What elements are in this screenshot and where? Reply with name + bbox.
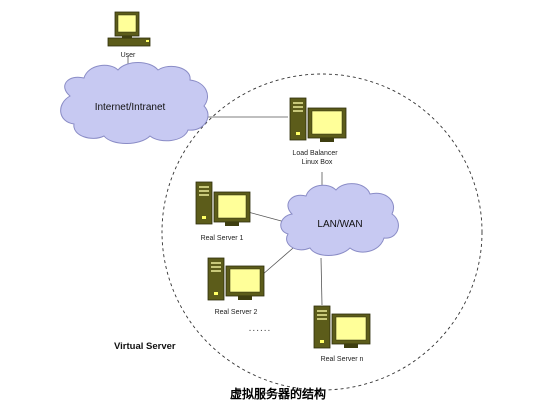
lanwan-label: LAN/WAN bbox=[317, 219, 362, 230]
load-balancer-computer-icon bbox=[289, 97, 347, 142]
real-server-n-label: Real Server n bbox=[321, 356, 364, 363]
real-server-n-computer-icon bbox=[313, 305, 371, 349]
load-balancer-label-line1: Load Balancer bbox=[292, 150, 338, 157]
real-server-1-computer-icon bbox=[195, 181, 251, 226]
real-server-1-label: Real Server 1 bbox=[201, 235, 244, 242]
server-ellipsis: ...... bbox=[249, 323, 272, 334]
load-balancer-label-line2: Linux Box bbox=[302, 159, 333, 166]
real-server-2-label: Real Server 2 bbox=[215, 309, 258, 316]
internet-cloud: Internet/Intranet bbox=[60, 62, 209, 144]
lanwan-cloud: LAN/WAN bbox=[280, 183, 399, 256]
real-server-2-computer-icon bbox=[207, 257, 265, 301]
virtual-server-label: Virtual Server bbox=[114, 341, 176, 352]
diagram-caption: 虚拟服务器的结构 bbox=[230, 386, 326, 401]
user-computer-icon bbox=[107, 11, 151, 47]
virtual-server-boundary bbox=[161, 73, 483, 391]
link-server1-lanwan bbox=[247, 211, 286, 223]
internet-label: Internet/Intranet bbox=[95, 102, 166, 113]
link-servern-lanwan bbox=[320, 257, 323, 306]
user-label: User bbox=[121, 52, 136, 59]
